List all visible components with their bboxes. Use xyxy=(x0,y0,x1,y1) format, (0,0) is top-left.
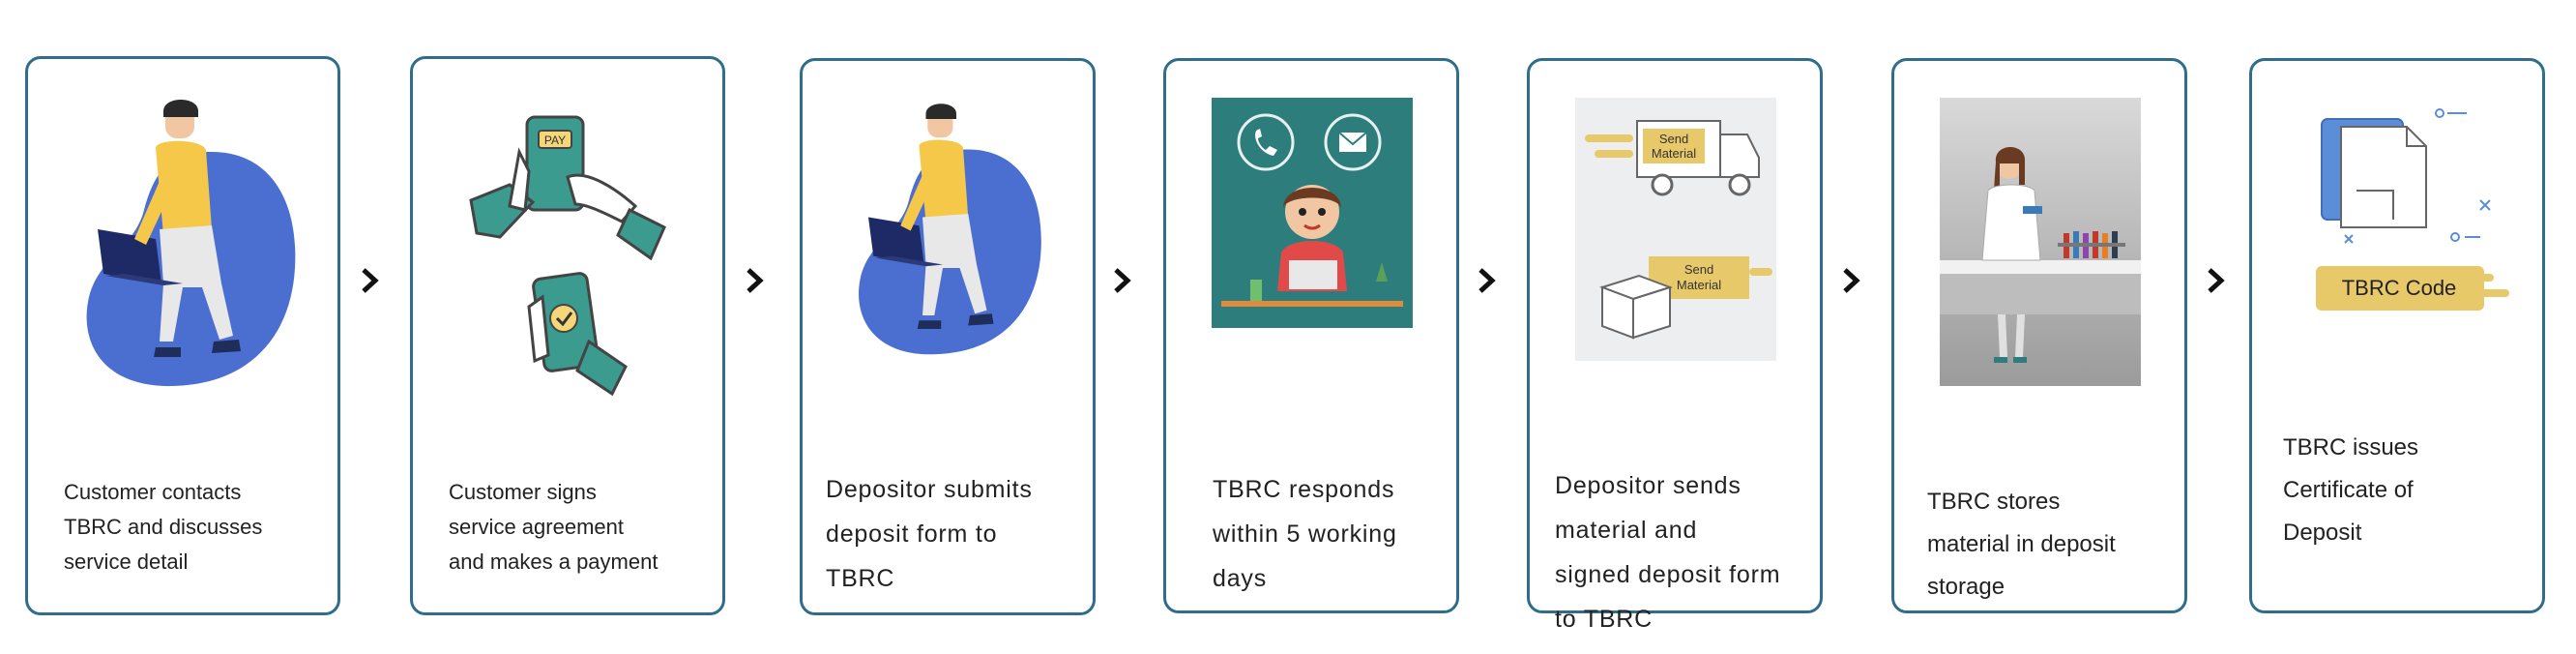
person-laptop-icon xyxy=(86,100,296,387)
chevron-right-icon xyxy=(1478,268,1496,293)
step-6-text: TBRC stores material in deposit storage xyxy=(1927,489,2116,600)
chevron-right-icon xyxy=(1114,268,1131,293)
step-7-text: TBRC issues Certificate of Deposit xyxy=(2283,434,2419,546)
person-laptop-icon xyxy=(859,104,1041,355)
step-card-3: Depositor submits deposit form to TBRC xyxy=(800,58,1096,615)
chevron-right-icon xyxy=(1843,268,1860,293)
chevron-right-icon xyxy=(362,268,379,293)
step-3-text: Depositor submits deposit form to TBRC xyxy=(826,476,1033,592)
step-2-text: Customer signs service agreement and mak… xyxy=(449,480,659,574)
chevron-right-icon xyxy=(2208,268,2225,293)
certificate-icon: TBRC Code xyxy=(2316,108,2509,311)
pay-label: PAY xyxy=(544,134,566,147)
scientist-lab-icon xyxy=(1940,98,2141,386)
step-card-2: PAY Customer signs service agreement and… xyxy=(410,56,725,615)
support-agent-icon xyxy=(1212,98,1413,328)
step-card-6: TBRC stores material in deposit storage xyxy=(1891,58,2187,613)
step-card-1: Customer contacts TBRC and discusses ser… xyxy=(25,56,340,615)
chevron-right-icon xyxy=(746,268,764,293)
step-1-text: Customer contacts TBRC and discusses ser… xyxy=(64,480,263,574)
step-5-text: Depositor sends material and signed depo… xyxy=(1555,472,1781,633)
step-card-4: TBRC responds within 5 working days xyxy=(1163,58,1459,613)
step-card-7: TBRC Code TBRC issues Certificate of Dep… xyxy=(2249,58,2545,613)
phone-payment-icon: PAY xyxy=(469,115,666,397)
step-4-text: TBRC responds within 5 working days xyxy=(1213,476,1397,592)
tbrc-code-label: TBRC Code xyxy=(2342,276,2457,300)
